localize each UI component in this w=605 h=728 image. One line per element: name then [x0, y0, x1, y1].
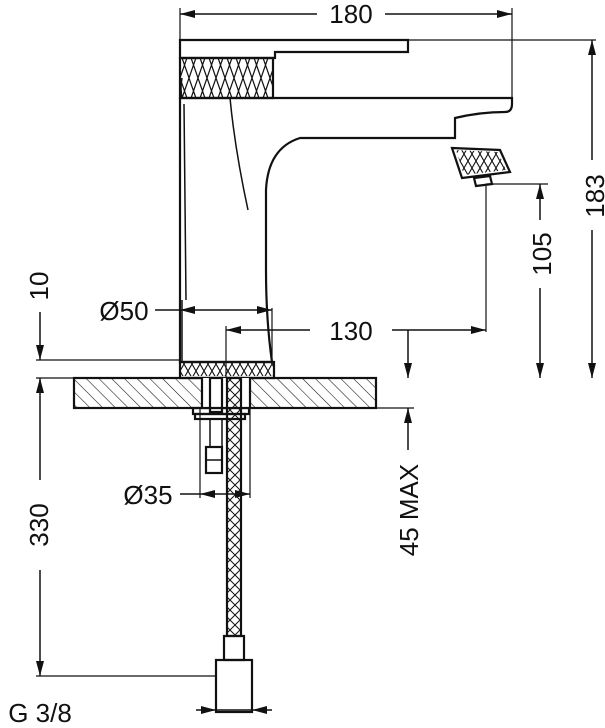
faucet-body [178, 38, 514, 380]
label-base-height: 10 [24, 272, 54, 301]
dim-reach: 130 [225, 186, 487, 378]
dim-connection: G 3/8 [8, 698, 272, 728]
dim-height-total: 183 [408, 39, 605, 378]
label-height-spout: 105 [527, 232, 557, 275]
dim-deck-thickness: 45 MAX [250, 330, 424, 556]
fixing-assembly [191, 376, 251, 475]
label-height-total: 183 [580, 174, 605, 217]
faucet-outline [178, 96, 514, 364]
aerator [450, 146, 512, 188]
dim-diameter-body: Ø50 [99, 296, 273, 362]
label-diameter-hole: Ø35 [123, 480, 172, 510]
dim-base-height: 10 [24, 272, 180, 379]
handle-lever [178, 38, 410, 60]
deck-section [72, 376, 378, 410]
handle-knurl [181, 58, 273, 98]
braided-hose [214, 376, 254, 714]
label-reach: 130 [329, 316, 372, 346]
label-connection: G 3/8 [8, 698, 72, 728]
base-knurl [181, 362, 273, 376]
label-diameter-body: Ø50 [99, 296, 148, 326]
dim-height-spout: 105 [486, 183, 557, 378]
dim-width-total: 180 [179, 0, 513, 98]
label-deck-thickness: 45 MAX [394, 464, 424, 557]
dim-hose-length: 330 [24, 378, 216, 677]
label-hose-length: 330 [24, 503, 54, 546]
dim-diameter-hole: Ø35 [123, 408, 251, 510]
label-width-total: 180 [329, 0, 372, 29]
